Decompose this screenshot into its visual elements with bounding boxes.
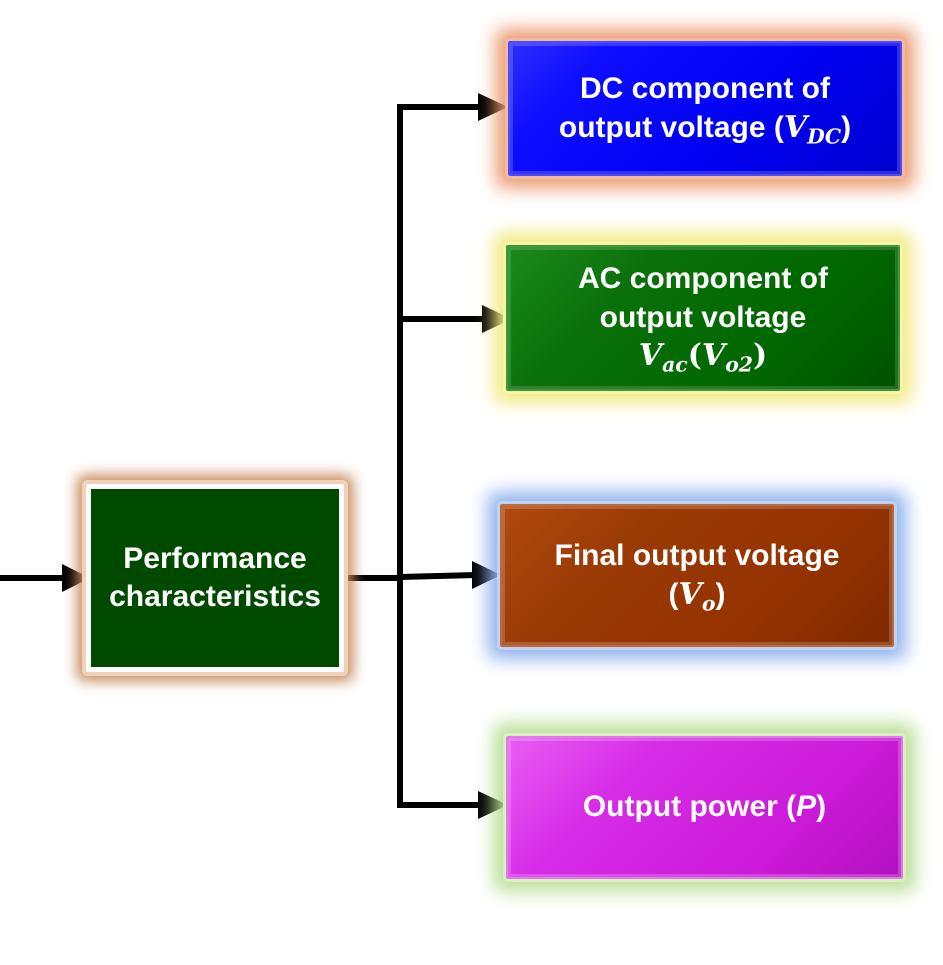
dc-close-paren: )	[841, 110, 852, 144]
ac-line-1: AC component of	[578, 262, 828, 296]
performance-characteristics-label: Performance characteristics	[109, 540, 321, 617]
arrowhead-power	[478, 791, 508, 819]
power-symbol: P	[796, 790, 817, 824]
ac-symbol-sub: ac	[662, 352, 688, 377]
ac-component-label: AC component of output voltage Vac(Vo2)	[578, 260, 828, 375]
final-line-2: (Vo)	[555, 576, 840, 614]
ac-open-paren: (	[687, 338, 702, 374]
output-power-box: Output power (P)	[506, 736, 903, 879]
dc-component-box: DC component of output voltage (VDC)	[508, 41, 902, 176]
final-close-paren: )	[715, 577, 726, 611]
output-power-label: Output power (P)	[583, 788, 826, 826]
dc-line-1: DC component of	[580, 72, 830, 106]
ac-symbol-sub2: o2	[725, 352, 753, 377]
ac-symbol-v: V	[638, 338, 663, 374]
dc-line-2: output voltage (VDC)	[559, 109, 851, 147]
power-line: Output power (P)	[583, 788, 826, 826]
final-symbol-sub: o	[701, 591, 716, 616]
power-close-paren: )	[816, 790, 827, 824]
source-line-2: characteristics	[109, 580, 321, 613]
dc-symbol-v: V	[783, 109, 808, 145]
power-text: Output power (	[582, 790, 797, 824]
dc-line-2-text: output voltage (	[558, 110, 784, 144]
arrowhead-final	[472, 561, 501, 589]
source-line-1: Performance	[123, 541, 307, 575]
ac-symbol-v2: V	[701, 338, 726, 374]
branch-final	[399, 572, 477, 580]
ac-close-paren: )	[752, 338, 768, 374]
dc-symbol-sub: DC	[807, 124, 842, 149]
arrowhead-ac	[482, 305, 512, 333]
final-output-voltage-box: Final output voltage (Vo)	[500, 504, 894, 647]
dc-symbol: VDC	[783, 109, 842, 149]
final-output-voltage-label: Final output voltage (Vo)	[555, 537, 840, 614]
final-symbol-v: V	[678, 576, 702, 612]
ac-symbol-line: Vac(Vo2)	[578, 337, 828, 375]
final-symbol: Vo	[678, 576, 716, 616]
dc-component-label: DC component of output voltage (VDC)	[559, 70, 851, 147]
ac-component-box: AC component of output voltage Vac(Vo2)	[506, 245, 900, 391]
ac-line-2: output voltage	[599, 300, 807, 334]
final-open-paren: (	[668, 577, 679, 611]
performance-characteristics-box: Performance characteristics	[86, 484, 344, 672]
arrowhead-dc	[478, 93, 508, 121]
final-line-1: Final output voltage	[554, 539, 840, 573]
input-arrow-head	[62, 564, 90, 592]
